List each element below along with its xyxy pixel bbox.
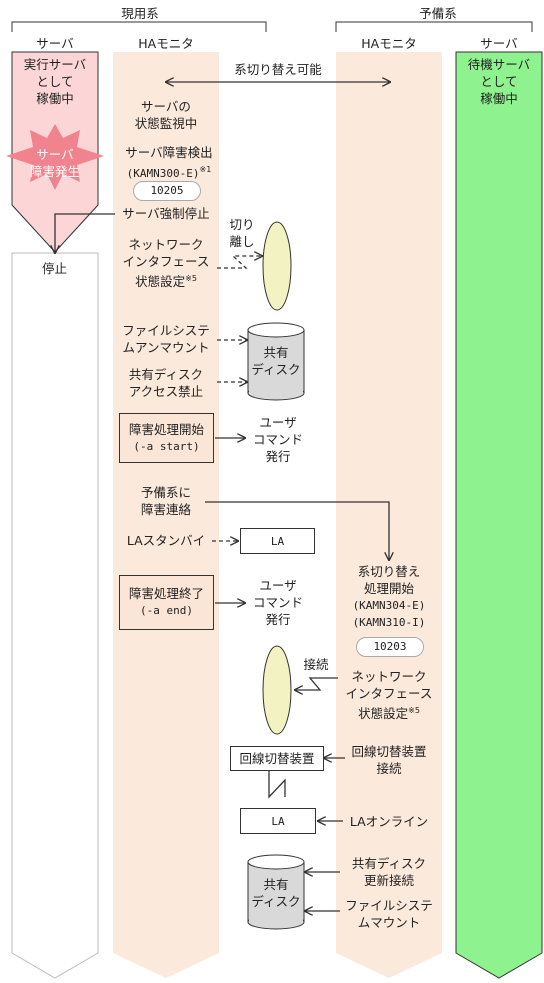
detach-label: 切り離し	[229, 217, 255, 249]
fail-end-label: 障害処理終了(-a end)	[128, 586, 204, 617]
switchable-label: 系切り替え可能	[234, 62, 322, 77]
line-switch-label: 回線切替装置	[239, 751, 315, 766]
notify-arrow	[205, 501, 389, 560]
standby-bracket	[335, 21, 533, 32]
ha-right-header: HAモニタ	[361, 36, 417, 51]
right-standby-label: 待機サーバとして稼働中	[467, 57, 531, 106]
la-online-label: LAオンライン	[349, 814, 429, 829]
detect-label: サーバ障害検出 (KAMN300-E)※1	[125, 145, 213, 181]
fs-mount-label: ファイルシステムマウント	[345, 898, 433, 930]
active-bracket	[11, 21, 267, 32]
failure-label: サーバ障害発生	[29, 147, 80, 179]
notify-label: 予備系に障害連絡	[140, 485, 191, 517]
disk-update-label: 共有ディスク更新接続	[351, 856, 427, 888]
force-stop-arrow	[55, 213, 115, 253]
user-cmd-label-2: ユーザコマンド発行	[252, 578, 303, 627]
connect-label: 接続	[303, 657, 329, 672]
connect-oval	[262, 645, 292, 735]
force-stop-label: サーバ強制停止	[122, 206, 210, 221]
nic-connect-arrow	[295, 677, 338, 690]
la-standby-label: LAスタンバイ	[126, 533, 206, 548]
failure-burst	[6, 124, 104, 190]
right-server-lane	[455, 51, 543, 979]
left-server-lane	[11, 252, 99, 979]
shared-disk-label: 共有ディスク	[251, 345, 301, 377]
fail-start-box	[119, 413, 214, 463]
shared-disk-cylinder-2	[247, 854, 305, 930]
standby-system-header: 予備系	[419, 6, 457, 21]
message-id-10205: 10205	[133, 181, 201, 201]
nic-set-label: ネットワークインタフェース 状態設定※5	[122, 237, 210, 290]
ha-left-header: HAモニタ	[138, 36, 194, 51]
active-system-header: 現用系	[121, 6, 159, 21]
stopped-label: 停止	[42, 261, 68, 276]
la-label-2: LA	[271, 815, 285, 828]
nic-detach-arrow	[217, 256, 262, 269]
disk-prohibit-label: 共有ディスクアクセス禁止	[128, 367, 204, 399]
switch-start-label: 系切り替え処理開始 (KAMN304-E)(KAMN310-I)	[352, 564, 426, 629]
message-id-10203: 10203	[356, 637, 424, 657]
line-switch-box	[230, 746, 324, 771]
line-connect-label: 回線切替装置接続	[351, 744, 427, 776]
monitoring-label: サーバの状態監視中	[134, 99, 198, 131]
shared-disk-cylinder	[247, 322, 305, 401]
server-right-header: サーバ	[480, 36, 518, 51]
server-left-header: サーバ	[36, 36, 74, 51]
fail-end-box	[119, 575, 214, 630]
detach-oval	[262, 221, 292, 311]
left-running-label: 実行サーバとして稼働中	[23, 57, 87, 106]
switch-la-link	[268, 770, 286, 799]
fail-start-label: 障害処理開始(-a start)	[128, 422, 204, 453]
la-box	[240, 528, 315, 554]
fs-unmount-label: ファイルシステムアンマウント	[122, 323, 210, 355]
la-box-2	[240, 808, 316, 834]
nic-set-right-label: ネットワークインタフェース 状態設定※5	[345, 669, 433, 722]
shared-disk-label-2: 共有ディスク	[251, 877, 301, 909]
la-label: LA	[270, 535, 285, 548]
ha-left-lane	[113, 52, 219, 978]
user-cmd-label-1: ユーザコマンド発行	[252, 415, 303, 464]
